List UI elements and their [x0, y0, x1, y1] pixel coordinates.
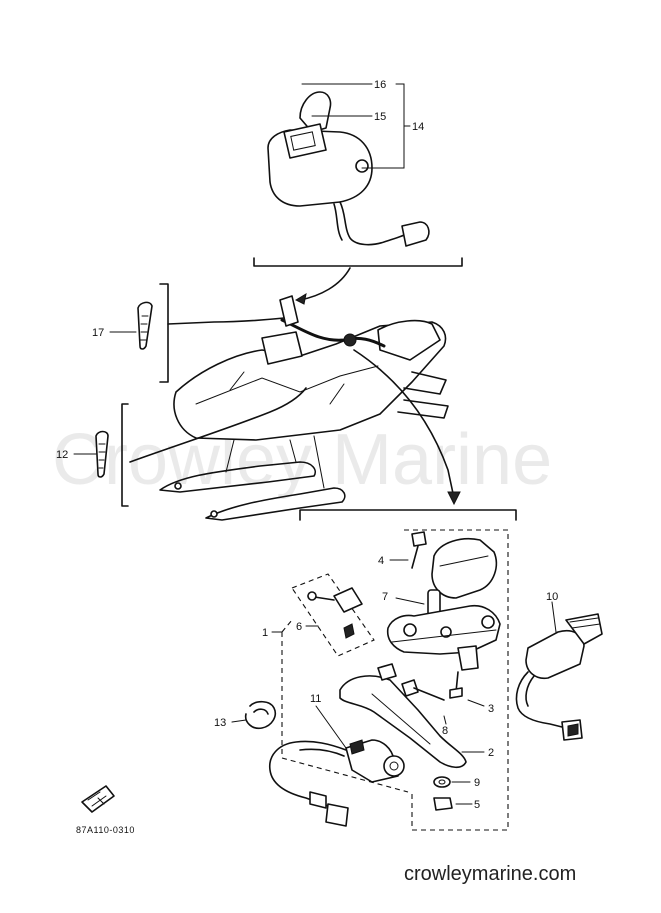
callout-11: 11 [310, 693, 321, 705]
screw-3 [449, 671, 463, 699]
callout-16: 16 [374, 79, 386, 91]
component-10 [515, 613, 603, 741]
callout-15: 15 [374, 111, 386, 123]
brake-switch-6 [307, 587, 363, 639]
callout-5: 5 [474, 799, 480, 811]
callout-8: 8 [442, 725, 448, 737]
snowmobile-illustration [159, 295, 449, 521]
brake-lever-2 [339, 663, 467, 769]
callout-6: 6 [296, 621, 302, 633]
figure-code: 87A110-0310 [76, 825, 135, 835]
callout-12: 12 [56, 449, 68, 461]
callout-7: 7 [382, 591, 388, 603]
washer-9 [433, 776, 451, 788]
reference-icon [81, 785, 115, 813]
nut-5 [433, 797, 453, 811]
lever-cover [431, 538, 498, 599]
site-footer: crowleymarine.com [404, 863, 576, 885]
switch-11 [269, 739, 405, 827]
cable-tie-17 [137, 301, 153, 350]
callout-17: 17 [92, 327, 104, 339]
callout-2: 2 [488, 747, 494, 759]
callout-1: 1 [262, 627, 268, 639]
callout-13: 13 [214, 717, 226, 729]
callout-3: 3 [488, 703, 494, 715]
callout-9: 9 [474, 777, 480, 789]
cable-tie-12 [95, 430, 109, 478]
clamp-13 [244, 700, 277, 730]
callout-14: 14 [412, 121, 424, 133]
screw-4 [411, 531, 427, 569]
callout-4: 4 [378, 555, 384, 567]
bolt-8 [401, 679, 445, 701]
lever-holder [386, 604, 501, 671]
switch-assembly-top [267, 91, 430, 247]
callout-10: 10 [546, 591, 558, 603]
